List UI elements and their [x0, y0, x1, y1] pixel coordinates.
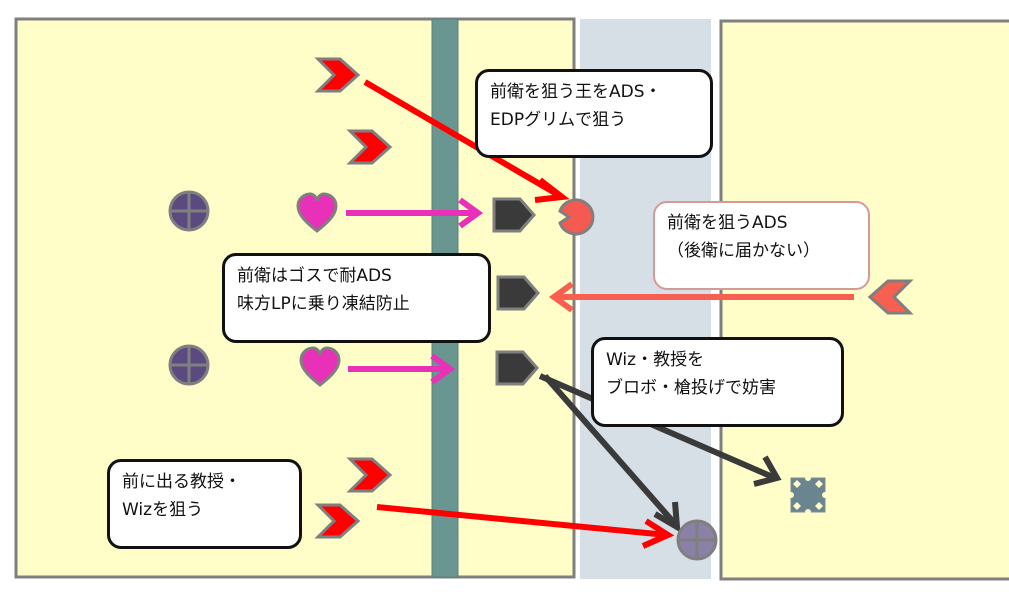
callout-king-target: 前衛を狙う王をADS・ EDPグリムで狙う [475, 69, 713, 158]
enemy-unit-notched-square-icon [788, 475, 828, 515]
callout-line: Wizを狙う [122, 500, 204, 520]
ally-support-1-cross-circle-icon [168, 190, 210, 232]
arrow-attacker-to-king [363, 79, 570, 203]
ally-attacker-2-chevron-right-icon [346, 129, 393, 165]
enemy-support-cross-circle-icon [676, 519, 718, 561]
enemy-attacker-chevron-left-icon [867, 279, 914, 315]
enemy-king-pacman-icon [558, 198, 595, 236]
callout-line: 味方LPに乗り凍結防止 [237, 294, 410, 314]
arrow-attacker-to-enemy-support [376, 504, 675, 549]
callout-line: 前に出る教授・ [122, 472, 241, 492]
callout-forward-prof: 前に出る教授・ Wizを狙う [107, 459, 302, 549]
arrow-tank-to-enemy-unit [538, 373, 782, 487]
ally-attacker-3-chevron-right-icon [346, 457, 393, 493]
callout-line: Wiz・教授を [606, 350, 705, 370]
arrow-enemy-ads [548, 281, 854, 313]
ally-healer-2-heart-icon [299, 346, 341, 387]
callout-line: 前衛を狙うADS [667, 213, 788, 233]
ally-healer-1-heart-icon [296, 192, 338, 233]
ally-attacker-4-chevron-right-icon [314, 503, 361, 539]
callout-enemy-ads: 前衛を狙うADS （後衛に届かない） [653, 201, 870, 290]
callout-line: （後衛に届かない） [667, 241, 820, 261]
callout-wiz-prof: Wiz・教授を ブロボ・槍投げで妨害 [591, 337, 844, 427]
arrow-healer-2 [348, 353, 456, 385]
callout-line: 前衛はゴスで耐ADS [237, 266, 392, 286]
ally-tank-3-pentagon-icon [495, 350, 539, 386]
arrow-healer-1 [346, 197, 484, 229]
ally-tank-2-pentagon-icon [496, 275, 540, 311]
callout-line: EDPグリムで狙う [490, 110, 627, 130]
ally-support-2-cross-circle-icon [168, 344, 210, 386]
callout-line: 前衛を狙う王をADS・ [490, 82, 662, 102]
callout-front-guard: 前衛はゴスで耐ADS 味方LPに乗り凍結防止 [222, 253, 491, 343]
ally-tank-1-pentagon-icon [492, 197, 536, 233]
ally-attacker-1-chevron-right-icon [314, 57, 361, 93]
arrow-tank-to-enemy-support [542, 374, 681, 533]
callout-line: ブロボ・槍投げで妨害 [606, 378, 776, 398]
